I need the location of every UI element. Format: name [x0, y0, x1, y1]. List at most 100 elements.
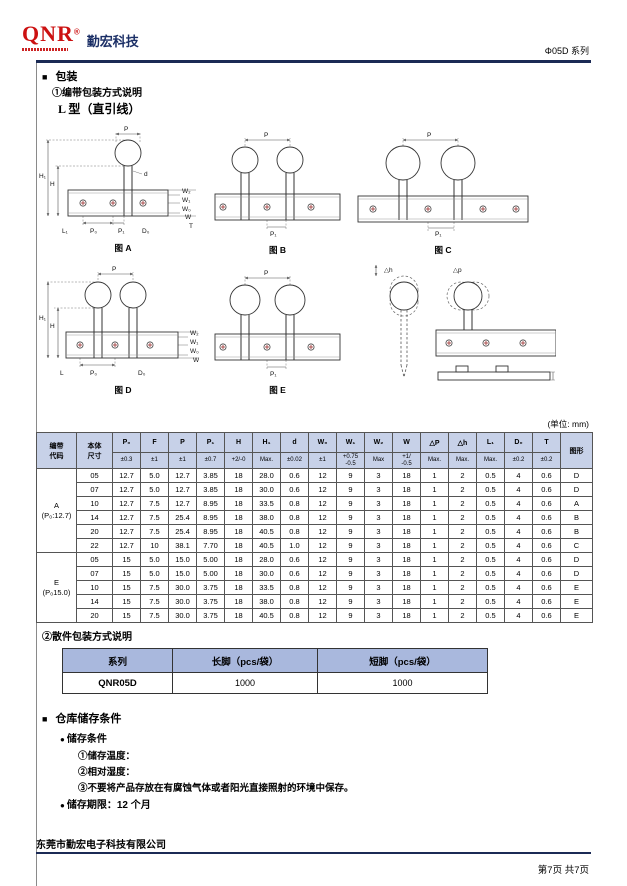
spec-cell: 4	[504, 566, 533, 581]
tolerance-cell: ±0.2	[504, 452, 533, 469]
dim-w2: W₂	[190, 330, 199, 337]
section-storage-label: 仓库储存条件	[55, 713, 122, 725]
sprocket-hole-icon	[139, 199, 147, 207]
spec-cell: 12	[308, 496, 337, 511]
column-header: W₁	[336, 432, 365, 453]
spec-cell: D	[560, 482, 593, 497]
storage-conditions-heading: ●储存条件	[60, 730, 107, 745]
dim-w: W	[193, 357, 200, 364]
spec-cell: 0.5	[476, 482, 505, 497]
spec-cell: 0.8	[280, 594, 309, 609]
tolerance-cell: +1/ -0.5	[392, 452, 421, 469]
spec-cell: 12.7	[112, 510, 141, 525]
dim-delta-p: △p	[453, 267, 462, 274]
tolerance-cell: ±0.2	[532, 452, 561, 469]
section-packaging-label: 包装	[55, 71, 78, 83]
spec-cell: 10	[140, 538, 169, 553]
component-height-deviation	[389, 275, 419, 378]
spec-cell: 9	[336, 538, 365, 553]
carrier-tape	[435, 329, 557, 357]
dim-p: P	[427, 132, 431, 139]
dimension-annotations: H₁ H P L P₀ D₀ W₂	[39, 266, 200, 377]
tolerance-cell: ±1	[308, 452, 337, 469]
spec-cell: 9	[336, 608, 365, 623]
spec-cell: 12	[308, 524, 337, 539]
spec-cell: 18	[224, 510, 253, 525]
dimension-annotations: P P₁	[244, 270, 291, 378]
spec-cell: 1	[420, 468, 449, 483]
spec-cell: 0.5	[476, 594, 505, 609]
spec-cell: 0.8	[280, 496, 309, 511]
bulk-column-header: 短脚（pcs/袋）	[317, 648, 488, 673]
spec-cell: 18	[224, 608, 253, 623]
spec-cell: 30.0	[252, 566, 281, 581]
tolerance-cell: +2/-0	[224, 452, 253, 469]
storage-period-label: 储存期限：12 个月	[66, 800, 151, 811]
spec-table: 编带 代码 本体 尺寸 P₀ F P P₁ H H₁ d W₀ W₁ W₂ W …	[36, 432, 593, 623]
spec-cell: 14	[76, 510, 113, 525]
spec-cell: 18	[392, 538, 421, 553]
dim-p0: P₀	[90, 228, 97, 235]
spec-cell: 3	[364, 608, 393, 623]
spec-cell: 10	[76, 496, 113, 511]
spec-cell: 7.5	[140, 608, 169, 623]
sprocket-holes	[79, 199, 147, 207]
spec-cell: 12.7	[112, 538, 141, 553]
spec-cell: 18	[224, 566, 253, 581]
tape-code-cell: E (P₀15.0)	[36, 552, 77, 623]
spec-cell: 12.7	[112, 524, 141, 539]
column-header: P	[168, 432, 197, 453]
spec-cell: 0.6	[280, 552, 309, 567]
spec-cell: 18	[392, 594, 421, 609]
spec-cell: 1.0	[280, 538, 309, 553]
carrier-tape	[214, 193, 341, 221]
column-header-figure: 图形	[560, 432, 593, 469]
spec-cell: 7.5	[140, 510, 169, 525]
spec-cell: 15.0	[168, 552, 197, 567]
spec-cell: 7.5	[140, 524, 169, 539]
spec-cell: B	[560, 524, 593, 539]
spec-cell: 18	[392, 566, 421, 581]
subsection-tape-method: ①编带包装方式说明	[52, 88, 142, 99]
spec-cell: 12	[308, 538, 337, 553]
spec-cell: 18	[224, 538, 253, 553]
spec-cell: 7.5	[140, 580, 169, 595]
column-header: △h	[448, 432, 477, 453]
spec-cell: 0.5	[476, 468, 505, 483]
spec-cell: 07	[76, 482, 113, 497]
spec-cell: 30.0	[168, 594, 197, 609]
spec-cell: 30.0	[168, 580, 197, 595]
dim-d: d	[144, 171, 148, 178]
sprocket-hole-icon	[146, 341, 154, 349]
spec-cell: 9	[336, 496, 365, 511]
spec-cell: 1	[420, 510, 449, 525]
column-header: W₀	[308, 432, 337, 453]
carrier-tape	[357, 195, 529, 223]
dim-p1: P₁	[118, 228, 125, 235]
spec-cell: 0.6	[532, 608, 561, 623]
component-disc	[229, 284, 306, 360]
spec-cell: 15	[112, 608, 141, 623]
square-bullet-icon: ■	[42, 714, 48, 724]
column-header: P₀	[112, 432, 141, 453]
spec-cell: 14	[76, 594, 113, 609]
figure-e-drawing: P P₁	[214, 270, 341, 378]
bulk-qty-cell: 1000	[317, 672, 488, 694]
spec-cell: D	[560, 552, 593, 567]
spec-cell: 12	[308, 566, 337, 581]
spec-cell: 8.95	[196, 510, 225, 525]
spec-cell: 9	[336, 566, 365, 581]
spec-cell: 9	[336, 580, 365, 595]
spec-cell: 18	[224, 496, 253, 511]
bulk-column-header: 系列	[62, 648, 173, 673]
spec-cell: 05	[76, 468, 113, 483]
dimension-annotations: P P₁	[402, 132, 459, 238]
spec-cell: 40.5	[252, 608, 281, 623]
spec-cell: 1	[420, 482, 449, 497]
spec-cell: 0.8	[280, 510, 309, 525]
sprocket-holes	[369, 205, 520, 213]
dot-bullet-icon: ●	[60, 735, 65, 744]
spec-cell: 25.4	[168, 510, 197, 525]
